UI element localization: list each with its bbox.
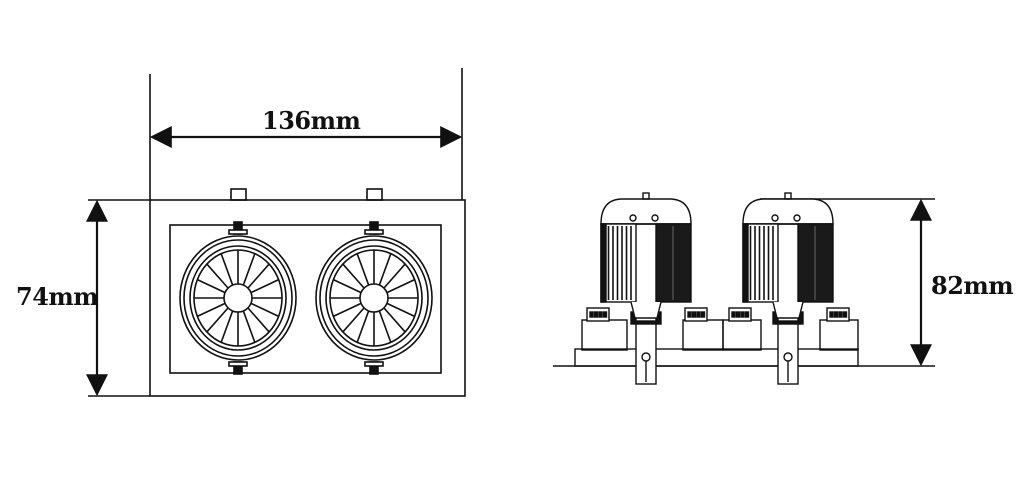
outer-frame: [149, 199, 466, 397]
cap-screw: [629, 214, 637, 222]
base-block: [722, 319, 762, 351]
mounting-tab-left: [230, 188, 247, 201]
driver-cap: [742, 198, 834, 225]
driver-unit-right: [728, 192, 850, 322]
driver-neck: [630, 301, 662, 319]
reflector-fin: [250, 302, 279, 318]
inner-frame: [169, 224, 442, 374]
cap-knob: [784, 192, 792, 200]
reflector-fin: [206, 263, 229, 289]
heat-sink-left: [600, 223, 637, 303]
terminal-pin: [842, 311, 848, 318]
terminal-pin: [696, 311, 701, 318]
terminal-pin: [602, 311, 608, 318]
reflector-fin: [342, 263, 365, 289]
reflector-fin: [356, 310, 370, 343]
lamp-head-left: [179, 221, 297, 375]
height-label: 74mm: [16, 282, 99, 311]
reflector-fin: [242, 253, 256, 286]
reflector-fin: [220, 253, 234, 286]
terminal-pin: [589, 311, 594, 318]
terminal-pin: [829, 311, 834, 318]
driver-neck: [772, 301, 804, 319]
reflector-fin: [197, 302, 226, 318]
reflector-fin: [378, 310, 392, 343]
reflector-fin: [386, 302, 415, 318]
reflector-fin: [247, 263, 270, 289]
reflector-fin: [242, 310, 256, 343]
reflector-fin: [247, 307, 270, 333]
heat-sink-edge: [742, 223, 749, 303]
terminal-pin: [700, 311, 706, 318]
driver-unit-left: [586, 192, 708, 322]
lamp-ring: [183, 239, 293, 357]
reflector-fin: [333, 278, 362, 294]
bracket-arm: [777, 323, 799, 385]
terminal-pin: [838, 311, 843, 318]
front-view: [86, 68, 466, 397]
driver-cap: [600, 198, 692, 225]
cap-screw: [651, 214, 659, 222]
heat-sink-left: [742, 223, 779, 303]
cap-screw: [793, 214, 801, 222]
reflector-fin: [378, 253, 392, 286]
depth-label: 82mm: [931, 271, 1014, 300]
pivot-bar-bottom: [228, 361, 248, 367]
terminal-pin: [833, 311, 839, 318]
reflector-fin: [383, 307, 406, 333]
lamp-head-right: [315, 221, 433, 375]
terminal-pin: [691, 311, 697, 318]
lamp-center-lens: [223, 283, 253, 313]
base-block: [819, 319, 859, 351]
mounting-tab-right: [366, 188, 383, 201]
width-label: 136mm: [262, 106, 361, 135]
base-block: [581, 319, 628, 351]
heat-sink-edge: [600, 223, 607, 303]
terminal-pin: [744, 311, 750, 318]
cap-knob: [642, 192, 650, 200]
terminal-pin: [687, 311, 692, 318]
lamp-center-lens: [359, 283, 389, 313]
lamp-reflector-rim: [189, 245, 287, 351]
base-flange: [574, 348, 859, 367]
bracket-arm: [635, 323, 657, 385]
reflector-fin: [356, 253, 370, 286]
reflector-fin: [197, 278, 226, 294]
terminal-pin: [731, 311, 736, 318]
reflector-fin: [333, 302, 362, 318]
lamp-outer-ring: [315, 235, 433, 361]
side-view: [553, 192, 935, 385]
reflector-fin: [220, 310, 234, 343]
lamp-reflector-rim: [325, 245, 423, 351]
reflector-fin: [386, 278, 415, 294]
terminal-pin: [598, 311, 603, 318]
reflector-fin: [383, 263, 406, 289]
lamp-outer-ring: [179, 235, 297, 361]
pivot-bar-bottom: [364, 361, 384, 367]
reflector-fin: [206, 307, 229, 333]
pivot-bar-top: [228, 229, 248, 235]
terminal-pin: [740, 311, 745, 318]
reflector-fin: [342, 307, 365, 333]
spring-bracket-left: [630, 311, 662, 385]
lamp-ring: [319, 239, 429, 357]
pivot-bar-top: [364, 229, 384, 235]
reflector-fin: [250, 278, 279, 294]
base-block: [682, 319, 724, 351]
spring-bracket-right: [772, 311, 804, 385]
terminal-pin: [593, 311, 599, 318]
cap-screw: [771, 214, 779, 222]
terminal-pin: [735, 311, 741, 318]
